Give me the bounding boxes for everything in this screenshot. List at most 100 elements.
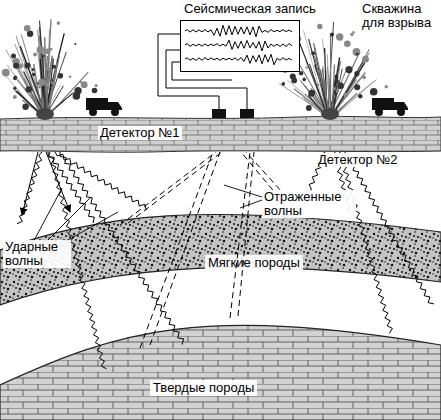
shock-wave [17,152,42,224]
blast-debris [51,82,54,85]
blast-debris [370,88,378,96]
seismic-traces [181,21,298,70]
band-shape [0,325,441,420]
blast-debris [95,84,98,87]
truck-body [372,98,394,110]
truck [372,98,408,116]
blast-debris [38,79,45,86]
blast-debris [11,54,16,59]
blast-debris [44,81,46,83]
blast-debris [336,89,339,92]
blast-debris [362,56,369,63]
blast-debris [354,84,360,90]
blast-debris [46,67,50,71]
blast-debris [81,81,88,88]
blast-debris [13,87,16,90]
blast-debris [344,41,351,48]
detector-symbol [240,109,254,118]
reflected-wave [128,152,222,223]
blast-debris [52,65,56,69]
blast-debris [26,86,32,92]
blast-debris [308,90,315,97]
band-label: Мягкие породы [205,255,303,271]
trace-line [185,25,292,37]
band-label: Твердые породы [150,380,257,396]
leader-line [224,185,262,197]
blast-debris [291,78,297,84]
blast-debris [358,94,362,98]
blast-debris [385,85,389,89]
blast-debris [38,86,41,89]
blast-debris [335,80,339,84]
blast-debris [333,87,336,90]
blast-debris [33,53,37,57]
truck-body [86,98,108,110]
blast-debris [311,51,315,55]
blast-streak [315,56,328,118]
wave-label: Отраженные волны [262,190,356,218]
blast-debris [43,55,45,57]
truck-wheel [89,108,97,116]
trace-line [185,54,292,65]
blast-debris [45,82,50,87]
blast-debris [74,43,76,45]
blast-streak [328,22,334,118]
blast-streak [43,33,64,118]
detector-label: Детектор №1 [98,126,182,140]
blast-debris [362,75,366,79]
truck-wheel [397,108,405,116]
blast-debris [13,95,17,99]
blast-debris [57,21,61,25]
blast-debris [306,105,312,111]
blast-debris [309,91,313,95]
blast-debris [354,71,359,76]
truck-wheel [375,108,383,116]
blast-debris [58,73,64,79]
blast-debris [24,62,30,68]
blast-debris [345,66,352,73]
panel-heading: Сейсмическая запись [184,2,316,16]
trace-line [185,40,292,51]
blast-streak [329,53,369,118]
blast-debris [282,82,286,86]
blast-debris [343,93,348,98]
blast-debris [92,88,98,94]
detector-symbol [212,109,226,118]
truck-wheel [111,108,119,116]
blast-hole-label: Скважина для взрыва [360,2,441,30]
leader-line [240,200,262,208]
blast-debris [318,24,321,27]
shock-wave [48,152,94,223]
blast-debris [2,69,10,77]
blast-core [321,108,339,120]
band-outline [0,300,441,420]
record-box [180,20,300,72]
blast-debris [350,33,353,36]
record-panel: Сейсмическая запись [180,2,330,74]
blast-debris [32,73,35,76]
blast-debris [13,63,19,69]
blast-debris [302,78,306,82]
blast-debris [69,75,72,78]
blast-debris [32,68,35,71]
blast-debris [356,53,359,56]
blast-debris [24,25,31,32]
explosion-group [0,19,388,120]
shock-wave [55,152,146,210]
blast-streak [330,34,331,118]
blast-core [36,108,54,120]
wave-arrow [46,152,70,212]
band-shape [0,214,441,305]
detector-label: Детектор №2 [316,153,400,167]
blast-debris [338,83,344,89]
truck [86,98,122,116]
blast-streak [21,34,45,118]
blast-debris [353,48,361,56]
rock-band: Твердые породы [0,300,441,420]
blast-debris [336,33,343,40]
blast-debris [330,33,334,37]
wave-arrow [22,152,38,215]
blast-debris [317,84,320,87]
blast-streak [46,19,51,118]
